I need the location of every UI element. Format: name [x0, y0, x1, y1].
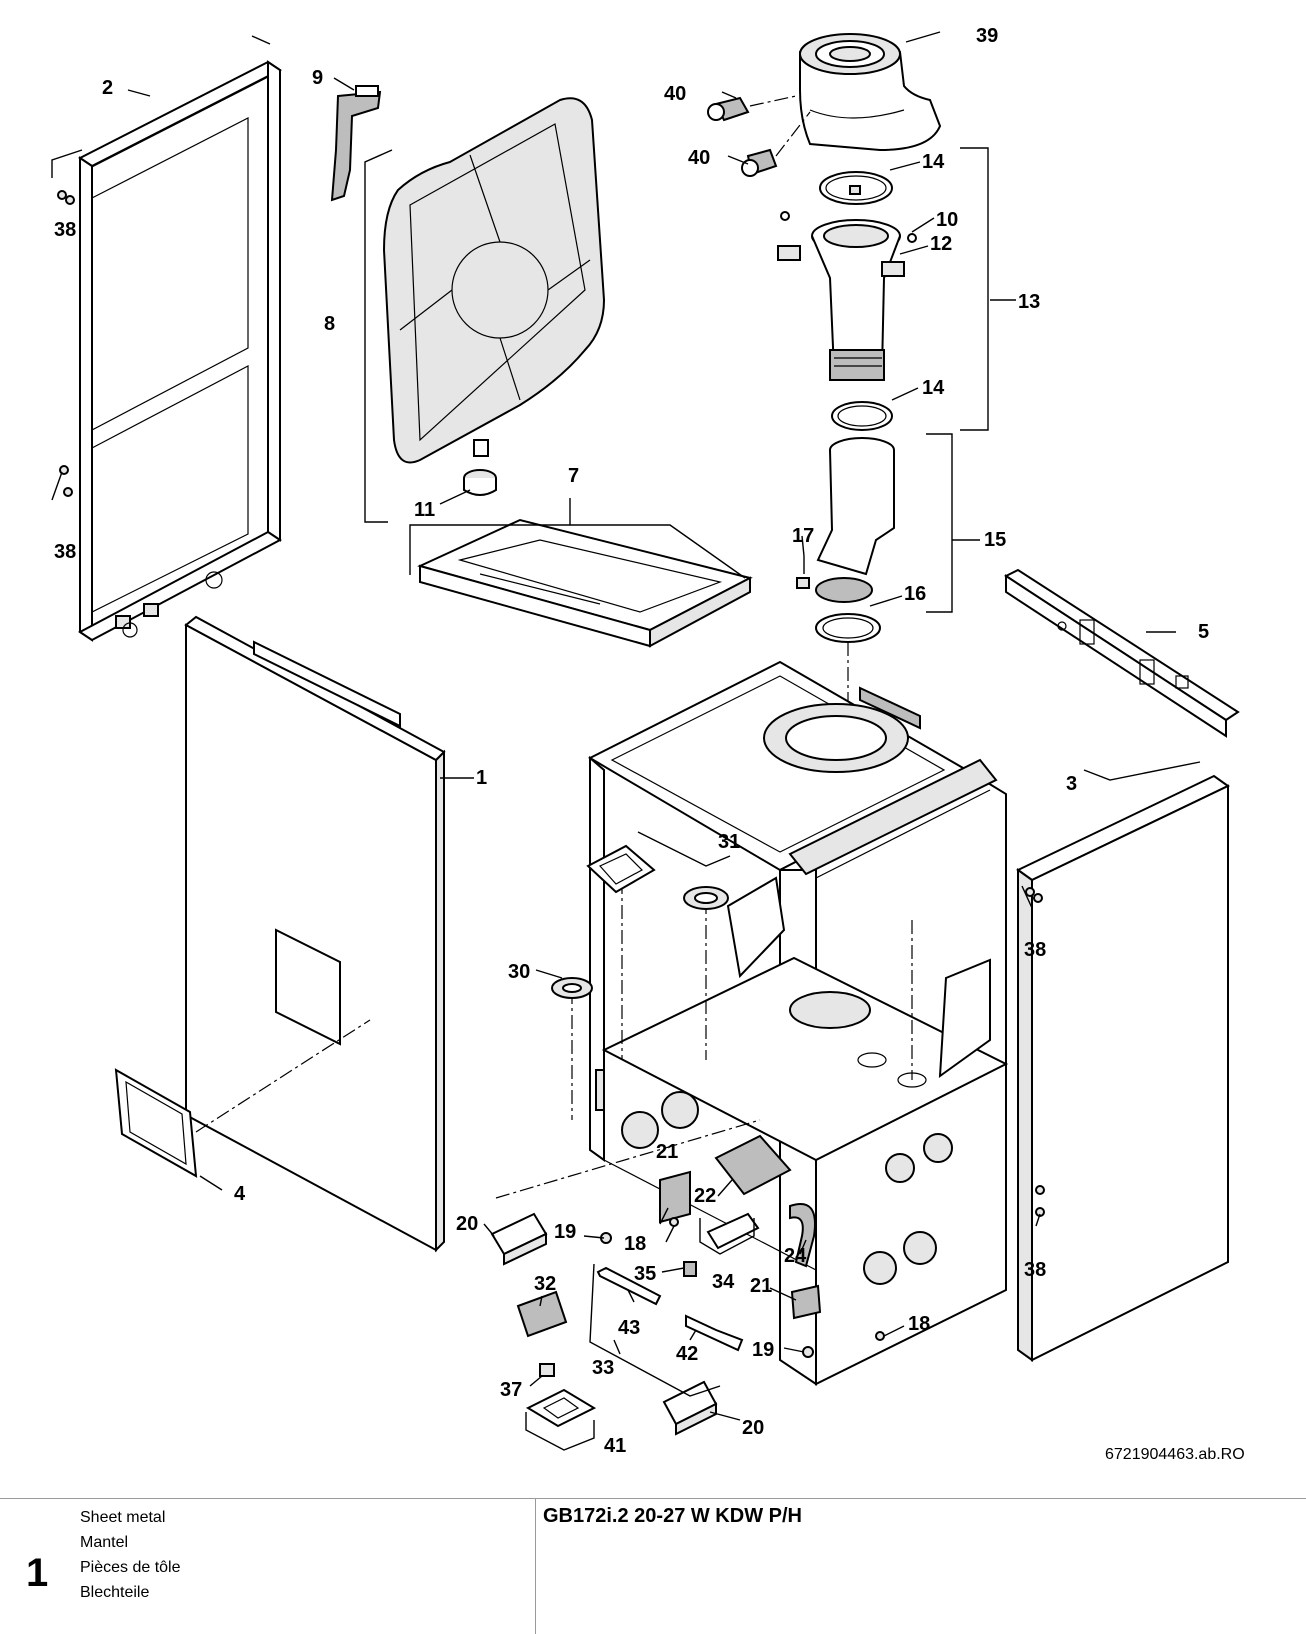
callout-19-lower: 19 [752, 1339, 774, 1361]
callout-21-upper: 21 [656, 1141, 678, 1163]
part-1-front-cover [184, 615, 446, 1253]
part-7-tray [417, 518, 753, 648]
part-8-expansion-vessel [382, 97, 606, 464]
callout-17: 17 [792, 525, 814, 547]
part-24-cable [789, 1203, 816, 1268]
page-number: 1 [26, 1551, 49, 1595]
part-38-screws-left [57, 190, 75, 497]
callout-33: 33 [592, 1357, 614, 1379]
part-30-ring [551, 977, 593, 999]
callout-7: 7 [568, 465, 579, 487]
callout-2: 2 [102, 77, 113, 99]
section-titles: Sheet metal Mantel Pièces de tôle Blecht… [80, 1505, 181, 1605]
footer: 1 Sheet metal Mantel Pièces de tôle Blec… [0, 1498, 1306, 1634]
part-3-side-panel [1016, 774, 1230, 1362]
callout-43: 43 [618, 1317, 640, 1339]
part-40-sensor-upper [707, 96, 750, 122]
part-16-seal [815, 613, 881, 643]
part-32-clamp [516, 1290, 568, 1338]
callout-41: 41 [604, 1435, 626, 1457]
callout-22: 22 [694, 1185, 716, 1207]
callout-32: 32 [534, 1273, 556, 1295]
callout-19-upper: 19 [554, 1221, 576, 1243]
part-14-seal-upper [819, 171, 893, 205]
drawing-reference: 6721904463.ab.RO [1105, 1446, 1245, 1463]
section-title-en: Sheet metal [80, 1509, 166, 1526]
callout-4: 4 [234, 1183, 246, 1205]
callout-9: 9 [312, 67, 323, 89]
callout-14-upper: 14 [922, 151, 945, 173]
part-31-ring [683, 886, 729, 910]
callout-1: 1 [476, 767, 487, 789]
part-42-strip [685, 1314, 744, 1352]
callout-34: 34 [712, 1271, 735, 1293]
callout-35: 35 [634, 1263, 656, 1285]
callout-15: 15 [984, 529, 1006, 551]
part-11-cap [463, 469, 497, 496]
callout-40-upper: 40 [664, 83, 686, 105]
callout-14-lower: 14 [922, 377, 945, 399]
callout-21-lower: 21 [750, 1275, 772, 1297]
part-37-clip [539, 1363, 555, 1377]
callout-31: 31 [718, 831, 740, 853]
callout-12: 12 [930, 233, 952, 255]
part-34-bracket [706, 1212, 760, 1250]
callout-3: 3 [1066, 773, 1077, 795]
callout-42: 42 [676, 1343, 698, 1365]
part-40-sensor-lower [741, 148, 778, 177]
part-38-screws-right [1025, 887, 1045, 1217]
part-19-screw-lower [802, 1346, 814, 1358]
part-21-clip-lower [790, 1284, 822, 1320]
callout-8: 8 [324, 313, 335, 335]
part-39-flue-adaptor [799, 33, 942, 152]
part-18-screw-lower [875, 1331, 885, 1341]
part-41-plate [525, 1388, 597, 1428]
callout-39: 39 [976, 25, 998, 47]
section-title-de: Mantel [80, 1534, 129, 1551]
callout-40-lower: 40 [688, 147, 710, 169]
callout-18-lower: 18 [908, 1313, 930, 1335]
callout-16: 16 [904, 583, 926, 605]
part-9-cable-harness [330, 85, 382, 202]
part-17-pin [796, 577, 810, 589]
part-20-connector-upper [490, 1212, 548, 1266]
part-5-bracket [1003, 568, 1240, 738]
section-title-de-alt: Blechteile [80, 1584, 150, 1601]
callout-38-left-lower: 38 [54, 541, 76, 563]
part-13-flue-pipe [777, 211, 917, 381]
callout-11: 11 [414, 499, 435, 521]
part-15-flue-elbow [815, 437, 895, 603]
section-title-fr: Pièces de tôle [80, 1559, 181, 1576]
exploded-parts-diagram: 1 2 3 4 5 7 8 9 10 11 12 13 14 14 15 16 … [51, 25, 1240, 1457]
callout-38-right-lower: 38 [1024, 1259, 1046, 1281]
part-31-gasket [586, 844, 656, 894]
callout-20-lower: 20 [742, 1417, 764, 1439]
callout-10: 10 [936, 209, 958, 231]
callout-5: 5 [1198, 621, 1209, 643]
part-2-side-panel [78, 60, 282, 642]
part-43-cable-guide [596, 1266, 662, 1306]
part-18-screw-upper [669, 1217, 679, 1227]
part-14-seal-lower [831, 401, 893, 431]
callout-13: 13 [1018, 291, 1040, 313]
chassis-frame [587, 660, 1009, 1386]
callout-37: 37 [500, 1379, 522, 1401]
callout-38-left-upper: 38 [54, 219, 76, 241]
part-20-connector-lower [662, 1380, 718, 1436]
part-4-gasket [114, 1068, 198, 1178]
callout-20-upper: 20 [456, 1213, 478, 1235]
callout-18-upper: 18 [624, 1233, 646, 1255]
footer-divider [535, 1499, 536, 1634]
callouts: 1 2 3 4 5 7 8 9 10 11 12 13 14 14 15 16 … [54, 25, 1209, 1457]
product-title: GB172i.2 20-27 W KDW P/H [543, 1505, 802, 1527]
callout-38-right-upper: 38 [1024, 939, 1046, 961]
leader-lines [51, 31, 1201, 1421]
callout-24: 24 [784, 1245, 807, 1267]
part-22-holder [714, 1134, 792, 1196]
callout-30: 30 [508, 961, 530, 983]
part-35-screw [683, 1261, 697, 1277]
